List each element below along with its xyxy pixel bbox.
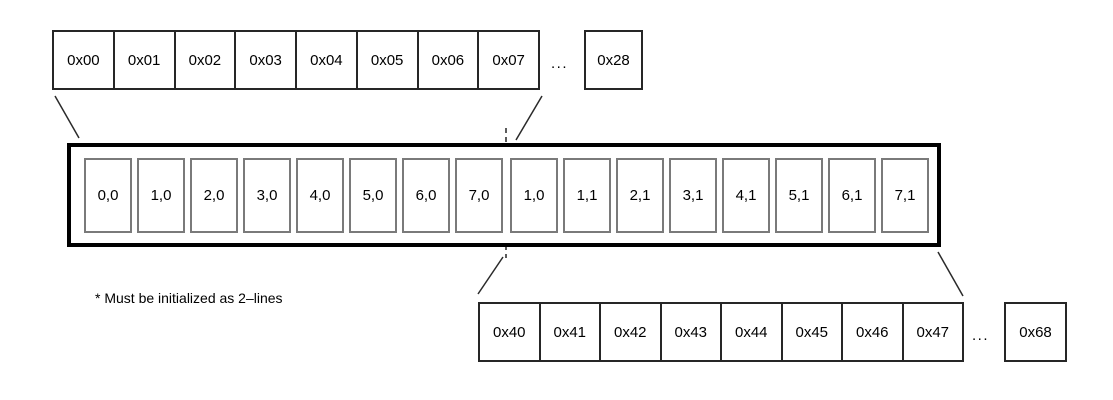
- display-cell: 1,1: [563, 157, 611, 233]
- display-cell: 1,0: [137, 157, 185, 233]
- address-cell: 0x45: [783, 304, 843, 360]
- address-cell: 0x46: [843, 304, 904, 360]
- address-cell: 0x44: [722, 304, 783, 360]
- display-cell: 6,0: [402, 157, 450, 233]
- ddram-address-row-line1: 0x00 0x01 0x02 0x03 0x04 0x05 0x06 0x07: [52, 30, 540, 90]
- ellipsis-bottom: ...: [972, 327, 990, 344]
- display-cell: 3,0: [243, 157, 291, 233]
- connector-bottom-right-line: [937, 251, 964, 297]
- footnote: * Must be initialized as 2–lines: [95, 290, 283, 306]
- display-cell: 2,1: [616, 157, 664, 233]
- display-cell: 7,1: [881, 157, 929, 233]
- display-cell: 2,0: [190, 157, 238, 233]
- display-cell: 5,0: [349, 157, 397, 233]
- display-cell: 3,1: [669, 157, 717, 233]
- address-cell: 0x02: [176, 32, 237, 88]
- ellipsis-top: ...: [551, 55, 569, 72]
- display-cell: 4,1: [722, 157, 770, 233]
- connector-top-left-line: [54, 95, 80, 139]
- connector-top-right-line: [515, 95, 543, 141]
- address-cell: 0x03: [236, 32, 297, 88]
- address-cell: 0x06: [419, 32, 480, 88]
- address-cell-tail-bottom: 0x68: [1004, 302, 1067, 362]
- address-cell: 0x00: [54, 32, 115, 88]
- address-cell: 0x01: [115, 32, 176, 88]
- display-cell: 7,0: [455, 157, 503, 233]
- address-cell: 0x07: [492, 51, 525, 69]
- display-cell: 0,0: [84, 157, 132, 233]
- display-cell: 6,1: [828, 157, 876, 233]
- display-box: 0,0 1,0 2,0 3,0 4,0 5,0 6,0 7,0 1,0 1,1 …: [67, 143, 941, 247]
- address-cell: 0x04: [297, 32, 358, 88]
- address-cell: 0x40: [480, 304, 541, 360]
- address-cell: 0x42: [601, 304, 662, 360]
- display-cell: 5,1: [775, 157, 823, 233]
- connector-bottom-left-line: [477, 256, 504, 295]
- display-cell: 1,0: [510, 157, 558, 233]
- address-cell: 0x43: [662, 304, 722, 360]
- address-cell-tail-top: 0x28: [584, 30, 643, 90]
- address-cell: 0x41: [541, 304, 601, 360]
- address-cell: 0x05: [358, 32, 419, 88]
- display-cell: 4,0: [296, 157, 344, 233]
- ddram-address-row-line2: 0x40 0x41 0x42 0x43 0x44 0x45 0x46 0x47: [478, 302, 964, 362]
- address-cell: 0x47: [916, 323, 950, 341]
